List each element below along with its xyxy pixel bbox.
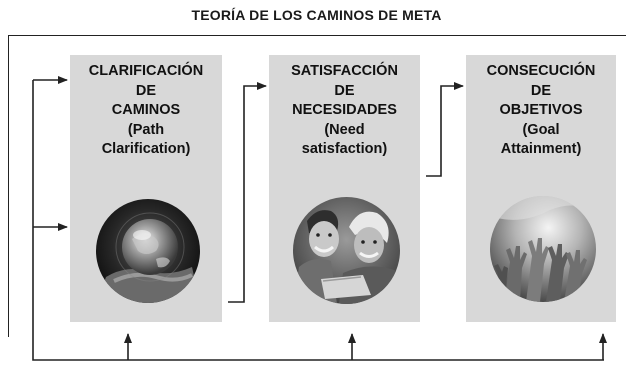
diagram-title: TEORÍA DE LOS CAMINOS DE META (191, 7, 442, 23)
frame-top-border (8, 35, 626, 36)
globe-in-hand-image (96, 199, 200, 303)
box-label-line: Clarification) (101, 141, 191, 157)
box-goal-attainment: CONSECUCIÓN DE OBJETIVOS (Goal Attainmen… (466, 55, 616, 322)
box-label-line: CLARIFICACIÓN (88, 63, 204, 79)
box-label-line: SATISFACCIÓN (291, 63, 398, 79)
box-label-line: NECESIDADES (292, 102, 397, 118)
frame-left-border (8, 35, 9, 337)
feedback-line (32, 80, 604, 361)
box-label-line: OBJETIVOS (499, 102, 583, 118)
box-label-line: (Need (324, 121, 365, 138)
box-label-line: CONSECUCIÓN (486, 63, 596, 79)
arrow-box-1-to-box-2 (228, 82, 267, 303)
box-label-line: DE (135, 82, 157, 99)
box-label-line: Attainment) (500, 141, 582, 157)
box-label-line: CAMINOS (111, 102, 181, 118)
arrow-box-2-to-box-3 (426, 82, 464, 177)
box-label-line: DE (334, 82, 355, 99)
box-label-line: DE (530, 82, 552, 99)
box-label-line: (Goal (522, 121, 560, 138)
box-label-line: (Path (127, 121, 165, 138)
box-goal-attainment-label: CONSECUCIÓN DE OBJETIVOS (Goal Attainmen… (466, 62, 616, 160)
box-need-satisfaction: SATISFACCIÓN DE NECESIDADES (Need satisf… (269, 55, 420, 322)
box-path-clarification-label: CLARIFICACIÓN DE CAMINOS (Path Clarifica… (70, 62, 222, 160)
box-label-line: satisfaction) (301, 141, 388, 157)
box-path-clarification: CLARIFICACIÓN DE CAMINOS (Path Clarifica… (70, 55, 222, 322)
box-need-satisfaction-label: SATISFACCIÓN DE NECESIDADES (Need satisf… (269, 62, 420, 160)
